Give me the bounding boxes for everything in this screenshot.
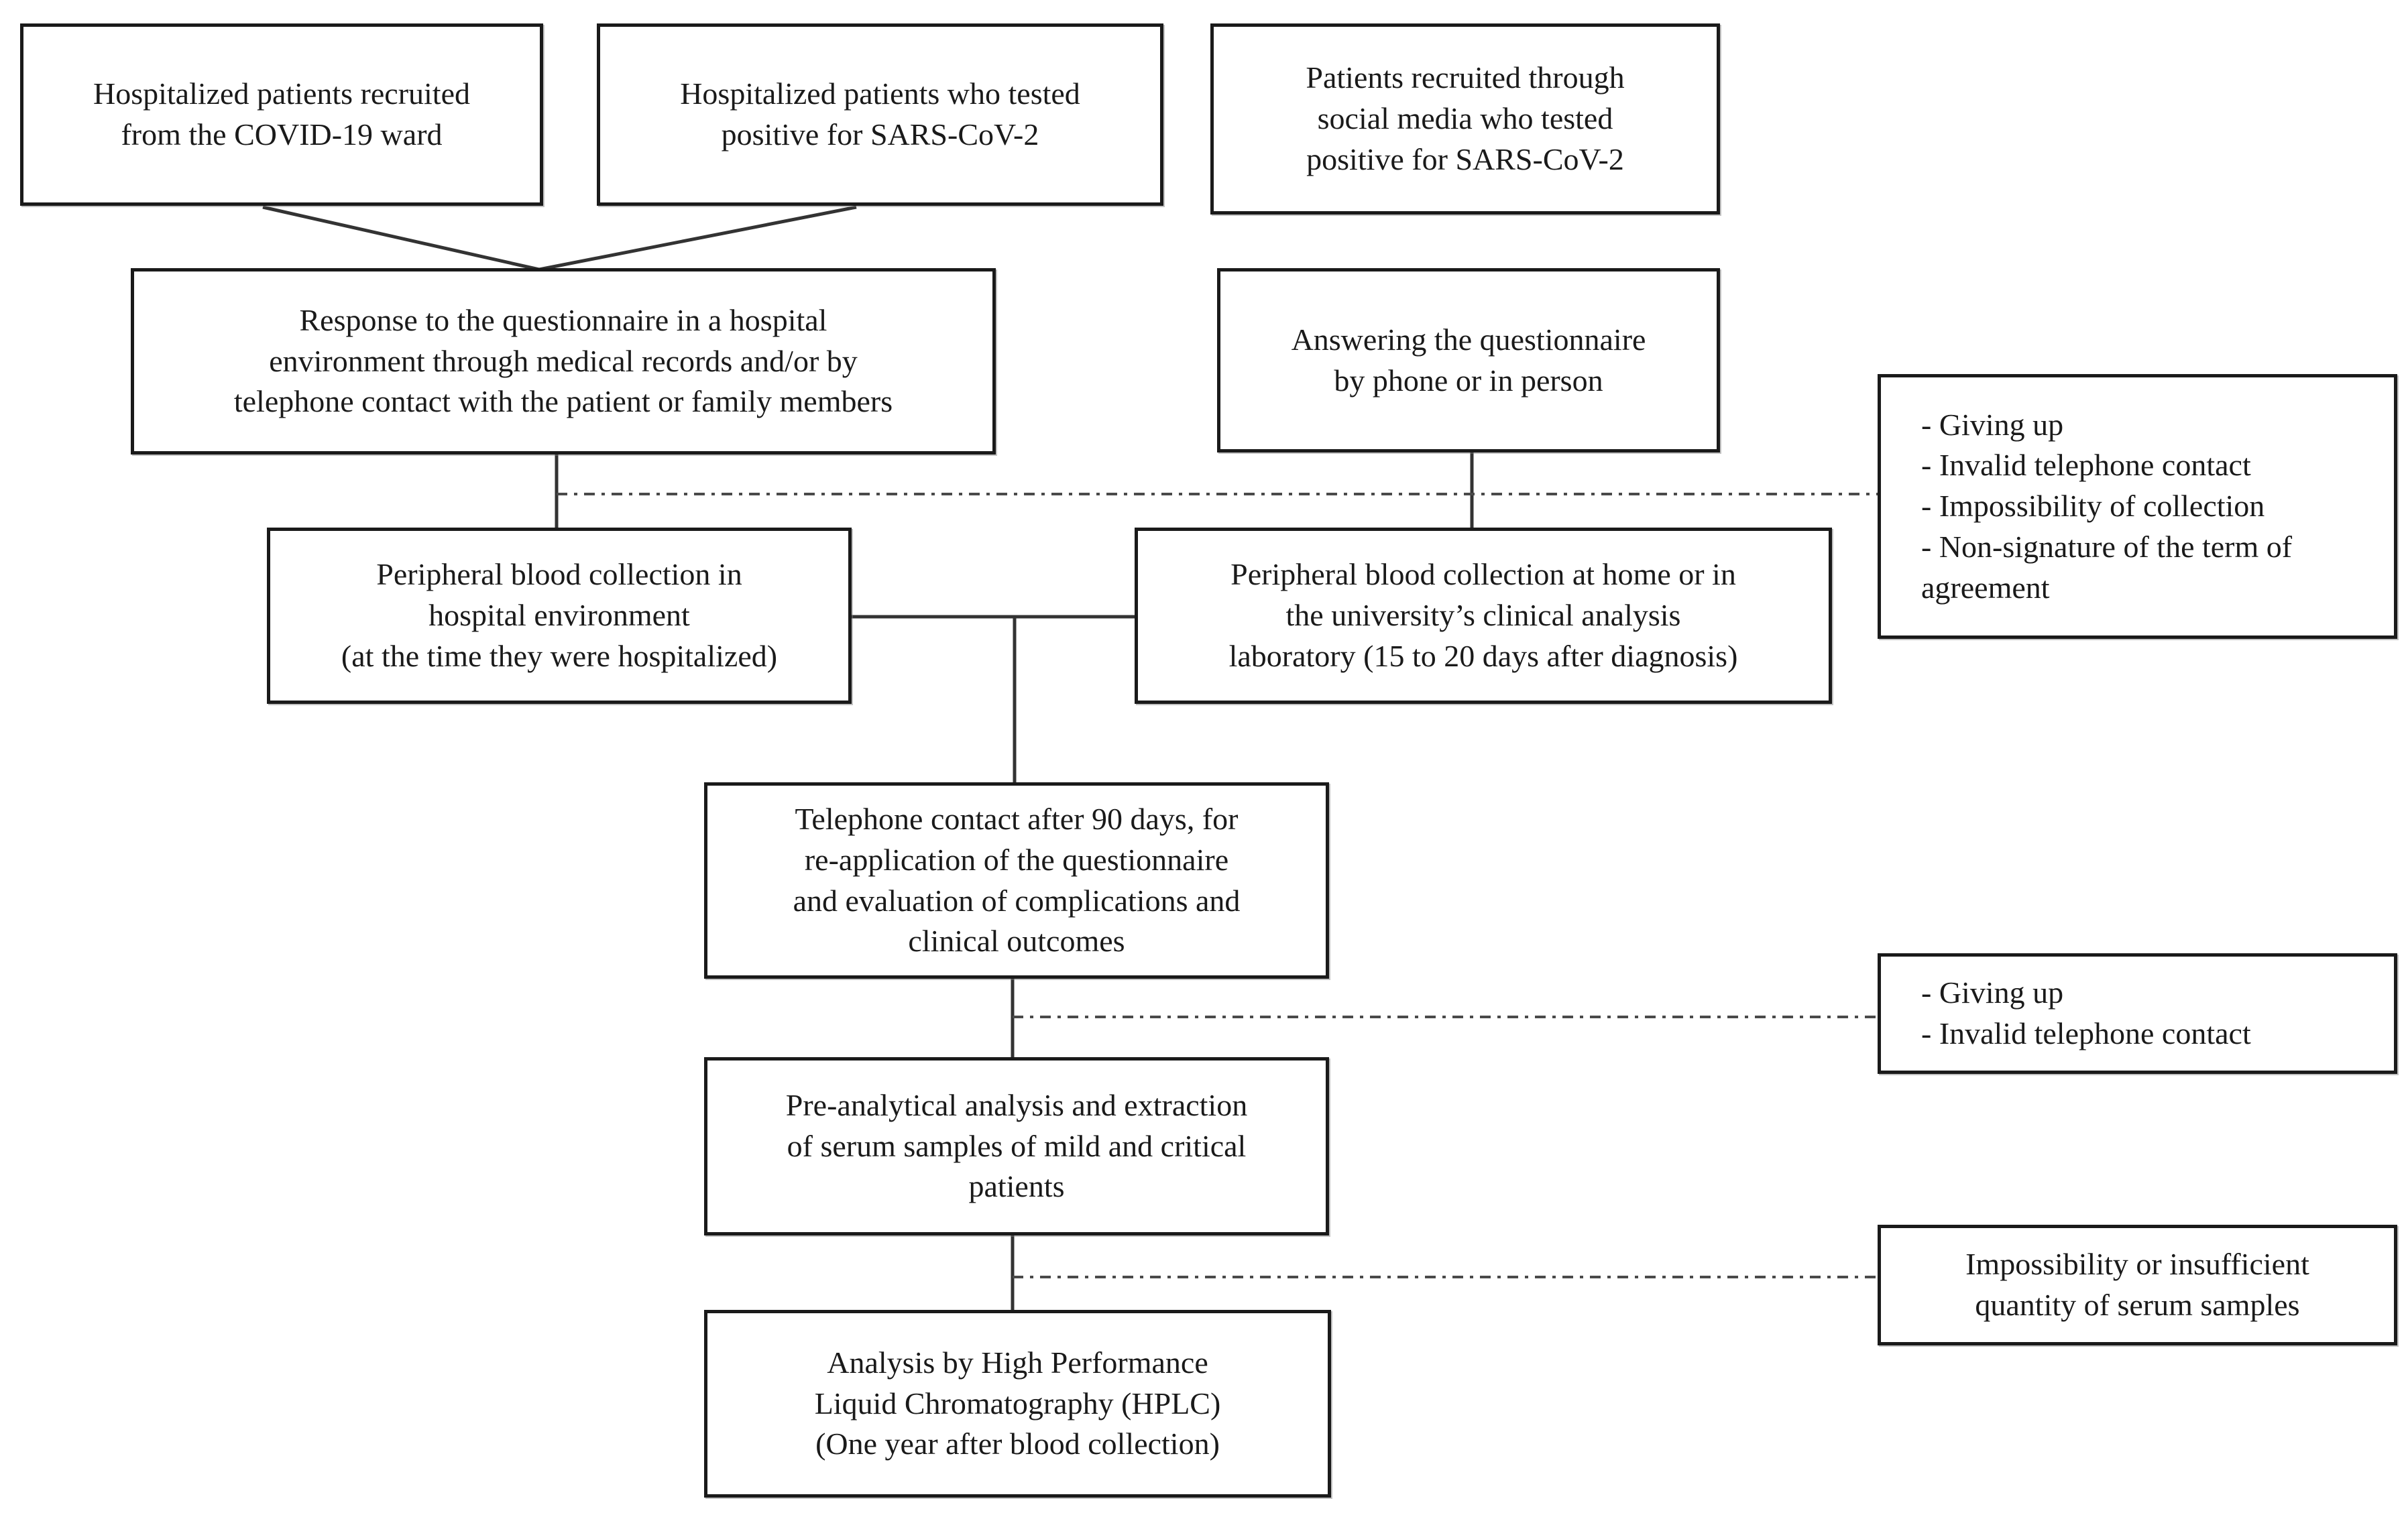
connector-covid-ward-to-hospital-questionnaire bbox=[262, 205, 540, 271]
flow-node-hplc-analysis: Analysis by High Performance Liquid Chro… bbox=[704, 1310, 1331, 1498]
flow-node-exclusions-first: - Giving up - Invalid telephone contact … bbox=[1878, 374, 2397, 639]
flow-node-exclusions-third: Impossibility or insufficient quantity o… bbox=[1878, 1225, 2397, 1345]
flow-node-blood-collection-hospital: Peripheral blood collection in hospital … bbox=[267, 528, 852, 704]
connector-tested-positive-to-hospital-questionnaire bbox=[538, 205, 857, 271]
flow-node-recruit-social-media: Patients recruited through social media … bbox=[1210, 23, 1720, 215]
flow-node-questionnaire-phone: Answering the questionnaire by phone or … bbox=[1217, 268, 1720, 452]
flow-node-recruit-tested-positive: Hospitalized patients who tested positiv… bbox=[597, 23, 1163, 206]
flow-node-blood-collection-home: Peripheral blood collection at home or i… bbox=[1135, 528, 1832, 704]
flow-node-telephone-contact-90-days: Telephone contact after 90 days, for re-… bbox=[704, 782, 1329, 979]
flow-node-questionnaire-hospital: Response to the questionnaire in a hospi… bbox=[131, 268, 996, 455]
flow-node-recruit-covid-ward: Hospitalized patients recruited from the… bbox=[20, 23, 543, 206]
flow-node-pre-analytical-analysis: Pre-analytical analysis and extraction o… bbox=[704, 1057, 1329, 1235]
flow-node-exclusions-second: - Giving up - Invalid telephone contact bbox=[1878, 953, 2397, 1074]
